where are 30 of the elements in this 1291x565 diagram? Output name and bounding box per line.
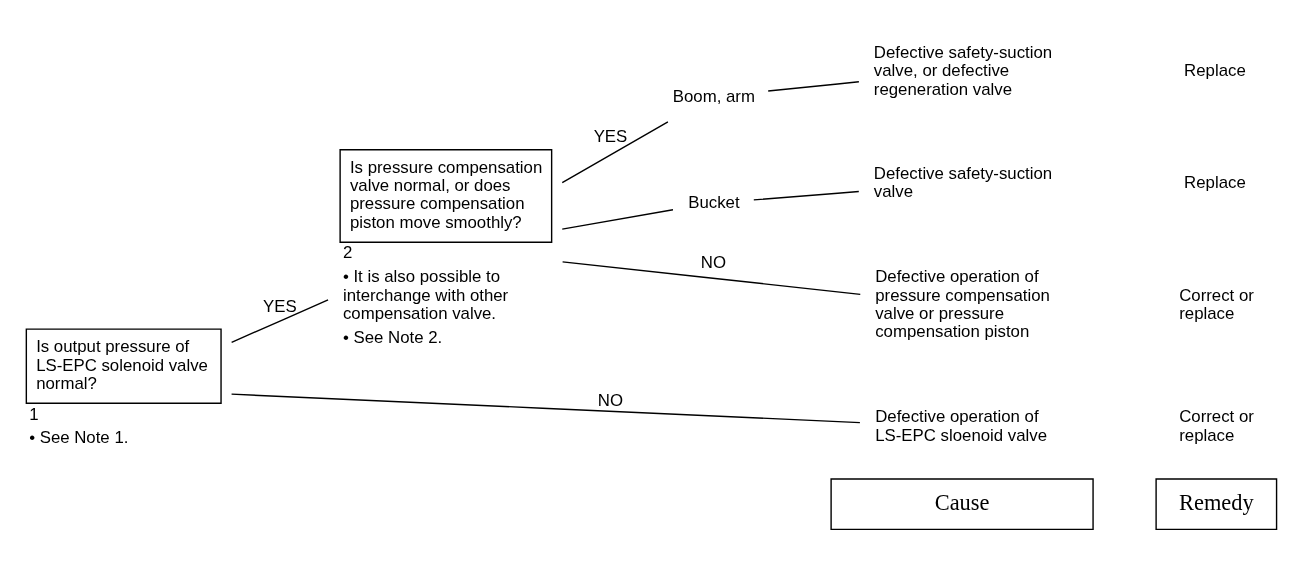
connector — [753, 190, 860, 201]
node-text: Defective operation of pressure compensation valve or pressure compensation piston — [875, 267, 1050, 341]
node-text: Defective safety-suction valve — [873, 163, 1053, 201]
node-box: Is pressure compensation valve normal, or does pressure compensation piston move smoothly? — [339, 149, 553, 243]
node-text: Boom, arm — [672, 86, 755, 106]
label: Correct or replace — [1179, 407, 1254, 445]
node-label: • It is also possible to interchange with other compensation valve. — [342, 267, 509, 323]
node-label: • See Note 2. — [342, 327, 443, 347]
label: Cause — [934, 489, 990, 515]
label: Correct or replace — [1179, 285, 1254, 323]
label: Replace — [1184, 172, 1246, 192]
connector — [767, 81, 860, 92]
node-label: 1 — [29, 404, 39, 424]
connector — [561, 121, 669, 184]
node-box: Is output pressure of LS-EPC solenoid valve normal? — [25, 328, 222, 404]
connector — [561, 209, 674, 230]
label: Remedy — [1179, 489, 1254, 515]
edge-label: YES — [263, 296, 297, 316]
node-text: Defective operation of LS-EPC sloenoid valve — [875, 407, 1048, 445]
connector — [561, 261, 861, 295]
label: Replace — [1184, 60, 1246, 80]
edge-label: NO — [597, 390, 624, 410]
edge-label: NO — [700, 253, 727, 273]
connector — [230, 299, 329, 343]
node-label: 2 — [342, 243, 353, 263]
node-text: Defective safety-suction valve, or defective regeneration valve — [873, 43, 1053, 99]
node-text: Bucket — [688, 193, 740, 213]
edge-label: YES — [593, 127, 628, 147]
node-label: • See Note 1. — [29, 428, 129, 448]
connector — [230, 393, 861, 424]
